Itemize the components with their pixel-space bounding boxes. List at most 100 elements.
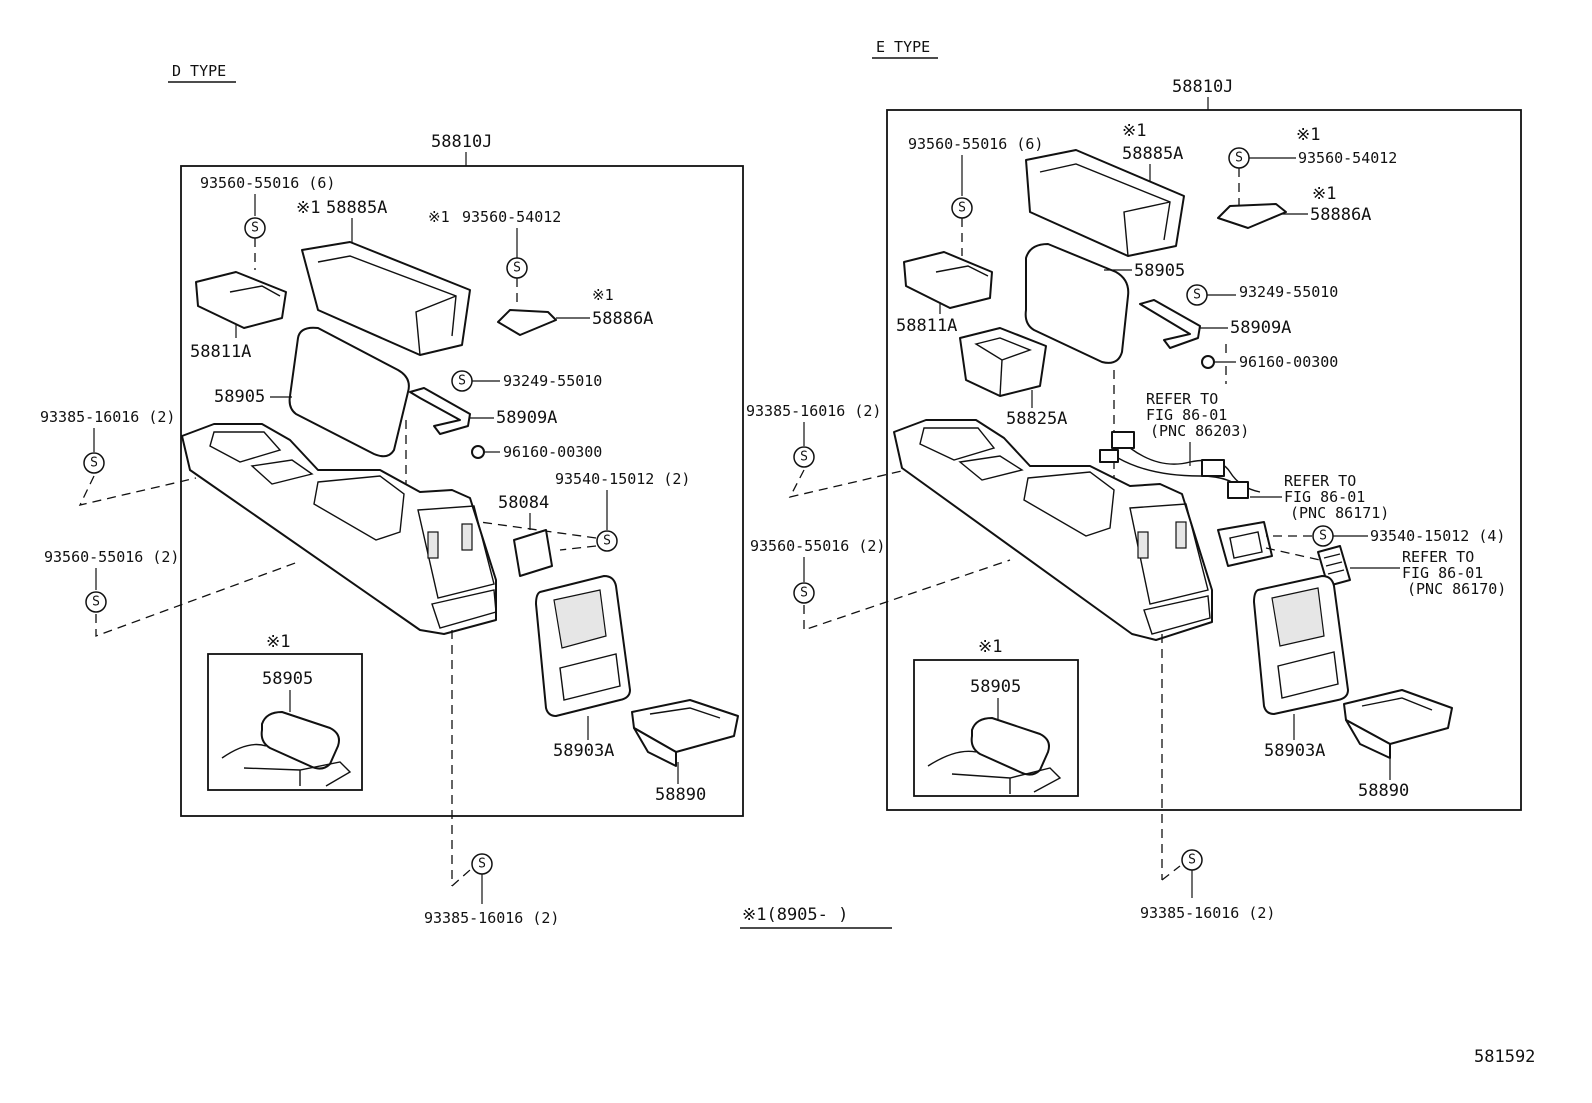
e-assembly-frame <box>886 109 1522 811</box>
d-type-section: D TYPE 58810J 93560-55016 (6) S ※1 58885… <box>40 62 744 927</box>
e-bracket-label: 58886A <box>1310 205 1371 225</box>
e-nut-label: 96160-00300 <box>1239 353 1338 371</box>
svg-text:S: S <box>1188 853 1196 868</box>
d-type-title: D TYPE <box>172 62 226 80</box>
figure-number: 581592 <box>1474 1047 1535 1067</box>
e-refer1-line3: (PNC 86203) <box>1150 422 1249 440</box>
e-bracket-mark: ※1 <box>1312 184 1336 204</box>
e-small-box-label: 58811A <box>896 316 957 336</box>
d-bracket-mark: ※1 <box>592 286 614 304</box>
svg-text:S: S <box>513 261 521 276</box>
svg-text:S: S <box>800 586 808 601</box>
d-hinge-label: 58909A <box>496 408 557 428</box>
d-screw-55016-2-symbol: S <box>85 591 107 613</box>
e-nut-part <box>1201 355 1215 369</box>
e-screw-55010-symbol: S <box>1186 284 1208 306</box>
e-inset-mark: ※1 <box>978 637 1002 657</box>
e-refer1-line1: REFER TO <box>1146 390 1218 408</box>
d-nut-part <box>471 445 485 459</box>
e-small-box-part <box>903 251 993 309</box>
svg-text:S: S <box>958 201 966 216</box>
e-screw-16016-bottom-label: 93385-16016 (2) <box>1140 904 1275 922</box>
e-screw-55016-2-label: 93560-55016 (2) <box>750 537 885 555</box>
e-screw-16016-left-symbol: S <box>793 446 815 468</box>
d-screw-6-label: 93560-55016 (6) <box>200 174 335 192</box>
d-screw-15012-label: 93540-15012 (2) <box>555 470 690 488</box>
d-screw-15012-symbol: S <box>596 530 618 552</box>
d-inset-mark: ※1 <box>266 632 290 652</box>
e-hinge-part <box>1139 299 1201 349</box>
d-bracket-label: 58886A <box>592 309 653 329</box>
e-refer2-line2: FIG 86-01 <box>1284 488 1365 506</box>
d-ashtray-part <box>631 699 739 767</box>
svg-text:S: S <box>90 456 98 471</box>
d-inset-lid-label: 58905 <box>262 669 313 689</box>
e-refer3-line1: REFER TO <box>1402 548 1474 566</box>
d-box-upper-label: 58885A <box>326 198 387 218</box>
e-refer2-line3: (PNC 86171) <box>1290 504 1389 522</box>
e-cup-part <box>959 327 1047 397</box>
e-lid-part <box>1024 243 1130 364</box>
d-assembly-frame <box>180 165 744 817</box>
svg-text:S: S <box>92 595 100 610</box>
d-panel-label: 58903A <box>553 741 614 761</box>
d-screw-55016-2-label: 93560-55016 (2) <box>44 548 179 566</box>
svg-text:S: S <box>800 450 808 465</box>
d-inset-lid-part <box>221 711 352 787</box>
svg-text:S: S <box>458 374 466 389</box>
e-type-title: E TYPE <box>876 38 930 56</box>
e-screw-54012-symbol: S <box>1228 147 1250 169</box>
d-bracket-part <box>497 309 557 336</box>
e-inset-frame <box>913 659 1079 797</box>
d-lid-part <box>288 326 410 458</box>
d-small-box-part <box>195 271 287 329</box>
e-refer1-line2: FIG 86-01 <box>1146 406 1227 424</box>
svg-text:S: S <box>1319 529 1327 544</box>
d-nut-label: 96160-00300 <box>503 443 602 461</box>
d-screw-6-symbol: S <box>244 217 266 239</box>
e-screw-55016-2-symbol: S <box>793 582 815 604</box>
d-hinge-part <box>409 387 471 435</box>
e-screw-15012-label: 93540-15012 (4) <box>1370 527 1505 545</box>
d-lid-label: 58905 <box>214 387 265 407</box>
d-console-body-part <box>181 423 497 635</box>
svg-text:S: S <box>603 534 611 549</box>
e-screw-6-symbol: S <box>951 197 973 219</box>
d-screw-54012-label: 93560-54012 <box>462 208 561 226</box>
e-lid-label: 58905 <box>1134 261 1185 281</box>
e-panel-label: 58903A <box>1264 741 1325 761</box>
e-screw-55010-label: 93249-55010 <box>1239 283 1338 301</box>
e-box-upper-label: 58885A <box>1122 144 1183 164</box>
d-panel-part <box>535 575 631 717</box>
d-plate-part <box>513 529 553 577</box>
e-inset-lid-part <box>927 717 1062 794</box>
e-panel-part <box>1253 575 1349 715</box>
svg-text:S: S <box>1193 288 1201 303</box>
e-cup-label: 58825A <box>1006 409 1067 429</box>
e-screw-15012-symbol: S <box>1312 525 1334 547</box>
d-screw-16016-left-label: 93385-16016 (2) <box>40 408 175 426</box>
d-box-upper-mark: ※1 <box>296 198 320 218</box>
e-inset-lid-label: 58905 <box>970 677 1021 697</box>
d-inset-frame <box>207 653 363 791</box>
e-refer2-line1: REFER TO <box>1284 472 1356 490</box>
d-screw-55010-label: 93249-55010 <box>503 372 602 390</box>
d-screw-54012-mark: ※1 <box>428 208 450 226</box>
d-plate-label: 58084 <box>498 493 549 513</box>
d-screw-16016-bottom-label: 93385-16016 (2) <box>424 909 559 927</box>
d-small-box-label: 58811A <box>190 342 251 362</box>
d-screw-16016-bottom-symbol: S <box>471 853 493 875</box>
e-ashtray-part <box>1343 689 1453 759</box>
e-wiring-harness-part <box>1099 431 1261 499</box>
e-console-body-part <box>893 419 1213 641</box>
d-screw-16016-left-symbol: S <box>83 452 105 474</box>
e-refer3-line2: FIG 86-01 <box>1402 564 1483 582</box>
e-bracket-part <box>1217 203 1287 229</box>
e-refer3-line3: (PNC 86170) <box>1407 580 1506 598</box>
d-screw-54012-symbol: S <box>506 257 528 279</box>
e-screw-16016-left-label: 93385-16016 (2) <box>746 402 881 420</box>
svg-text:S: S <box>251 221 259 236</box>
e-screw-6-label: 93560-55016 (6) <box>908 135 1043 153</box>
svg-text:S: S <box>1235 151 1243 166</box>
